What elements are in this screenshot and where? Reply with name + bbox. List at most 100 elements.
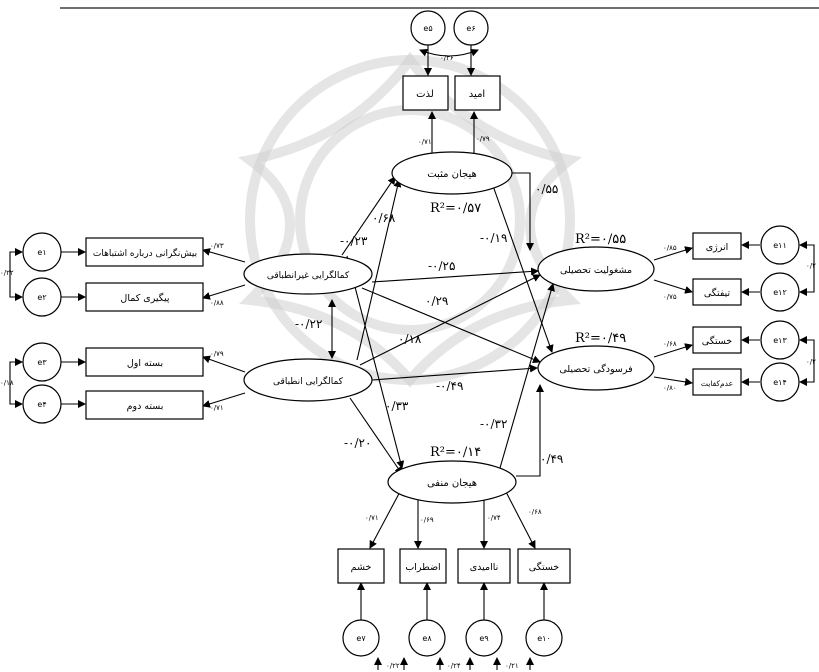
observed-concern-mistakes: بیش‌نگرانی درباره اشتباهات (85, 237, 204, 267)
path-label-cov-mal-adp: -۰/۲۲ (295, 317, 322, 331)
svg-text:ناامیدی: ناامیدی (470, 562, 499, 573)
eng-to-energy-arrow (653, 246, 693, 261)
cov-label-e3-e4: ۰/۱۸ (0, 379, 14, 387)
latent-positive-emotion: هیجان مثبت (391, 151, 513, 195)
svg-text:مشغولیت تحصیلی: مشغولیت تحصیلی (560, 265, 632, 276)
observed-energy: انرژی (692, 232, 742, 260)
e1-e2-cov (9, 248, 23, 301)
e5-e6-cov-arc (419, 48, 479, 57)
svg-text:e۳: e۳ (37, 358, 47, 367)
svg-text:بیش‌نگرانی درباره اشتباهات: بیش‌نگرانی درباره اشتباهات (93, 247, 197, 259)
loading-label-package2: ۰/۷۱ (210, 404, 224, 412)
svg-text:لذت: لذت (416, 89, 434, 100)
mal-to-eng-path (371, 267, 539, 283)
loading-label-boredom: ۰/۶۸ (528, 508, 542, 516)
svg-text:e۷: e۷ (356, 634, 366, 643)
error-node-e2: e۲ (22, 277, 62, 317)
observed-hope: امید (454, 75, 501, 111)
latent-maladaptive-perfectionism: کمالگرایی غیرانطباقی (243, 253, 373, 295)
adp-to-eng-path (359, 274, 541, 366)
observed-anxiety: اضطراب (399, 548, 447, 584)
svg-text:بسته دوم: بسته دوم (127, 401, 164, 412)
path-label-adp-eng: ۰/۱۸ (398, 332, 422, 346)
error-node-e14: e۱۴ (760, 362, 800, 402)
error-node-e3: e۳ (22, 342, 62, 382)
observed-inefficacy: عدم‌کفایت (692, 368, 742, 396)
loading-label-enjoyment: ۰/۷۱ (418, 138, 432, 146)
svg-text:اضطراب: اضطراب (405, 562, 440, 573)
error-node-e10: e۱۰ (525, 619, 563, 657)
observed-package1: بسته اول (85, 347, 204, 377)
path-label-mal-pos: -۰/۲۳ (340, 234, 368, 248)
svg-text:e۲: e۲ (37, 293, 46, 302)
e3-e4-cov (9, 358, 23, 408)
error-node-e9: e۹ (465, 619, 503, 657)
svg-text:e۱۲: e۱۲ (773, 288, 787, 297)
loading-label-anger: ۰/۷۱ (365, 514, 379, 522)
observed-pursuit-perfection: پیگیری کمال (85, 282, 204, 312)
svg-text:e۵: e۵ (423, 24, 432, 33)
loading-label-hope: ۰/۷۹ (476, 135, 490, 143)
svg-text:e۱: e۱ (37, 248, 46, 257)
svg-text:انرژی: انرژی (706, 242, 729, 253)
loading-label-energy: ۰/۸۵ (663, 244, 677, 252)
path-label-adp-burn: -۰/۴۹ (436, 379, 463, 393)
observed-tirelessness: تیفتگی (692, 278, 742, 306)
svg-text:e۱۱: e۱۱ (773, 241, 787, 250)
svg-text:e۸: e۸ (422, 634, 432, 643)
loading-label-concern: ۰/۷۳ (210, 242, 224, 250)
mal-to-pursuit-arrow (202, 284, 246, 300)
mal-to-concern-arrow (202, 248, 246, 263)
svg-text:e۴: e۴ (37, 400, 46, 409)
svg-text:تیفتگی: تیفتگی (704, 287, 731, 299)
cov-label-e1-e2: ۰/۲۲ (0, 269, 14, 277)
cov-label-e11-e12: ۰/۲ (806, 262, 816, 270)
loading-label-anxiety: ۰/۶۹ (420, 516, 434, 524)
cov-label-e13-e14: ۰/۲ (806, 358, 816, 366)
error-node-e8: e۸ (408, 619, 446, 657)
svg-text:خشم: خشم (351, 562, 372, 573)
cov-label-e5-e6: ۰/۳۶ (440, 54, 454, 62)
adp-to-pkg2-arrow (202, 392, 246, 408)
path-label-adp-neg: -۰/۲۰ (344, 436, 371, 450)
loading-label-package1: ۰/۷۹ (210, 350, 224, 358)
path-label-mal-neg: ۰/۶۸ (372, 211, 396, 225)
r2-negative-emotion: R²=۰/۱۴ (430, 445, 481, 460)
adp-to-pos-path (356, 179, 402, 361)
svg-text:کمالگرایی غیرانطباقی: کمالگرایی غیرانطباقی (267, 269, 350, 281)
svg-text:e۶: e۶ (466, 24, 475, 33)
observed-anger: خشم (337, 548, 385, 584)
neg-to-eng-path (499, 283, 555, 469)
r2-burnout: R²=۰/۴۹ (575, 331, 626, 346)
svg-text:بسته اول: بسته اول (127, 358, 163, 369)
observed-package2: بسته دوم (85, 390, 204, 420)
neg-to-burn-path (516, 384, 544, 477)
eng-to-tireless-arrow (653, 279, 693, 294)
neg-to-anger-arrow (369, 487, 403, 549)
r2-engagement: R²=۰/۵۵ (575, 232, 626, 247)
path-label-neg-eng: -۰/۳۲ (480, 417, 507, 431)
path-label-pos-burn: -۰/۱۹ (480, 231, 507, 245)
mal-to-neg-path (346, 255, 405, 469)
loading-label-fatigue: ۰/۶۸ (663, 340, 677, 348)
observed-enjoyment: لذت (402, 75, 449, 111)
neg-to-boredom-arrow (504, 489, 536, 549)
error-node-e13: e۱۳ (760, 320, 800, 360)
svg-text:خستگی: خستگی (702, 335, 733, 347)
error-node-e7: e۷ (342, 619, 380, 657)
svg-text:e۱۴: e۱۴ (773, 378, 787, 387)
loading-label-pursuit: ۰/۸۸ (210, 299, 224, 307)
svg-text:کمالگرایی انطباقی: کمالگرایی انطباقی (273, 375, 344, 387)
error-node-e12: e۱۲ (760, 272, 800, 312)
latent-academic-burnout: فرسودگی تحصیلی (537, 345, 655, 391)
svg-text:هیجان منفی: هیجان منفی (427, 478, 477, 489)
e13-e14-cov (799, 336, 815, 386)
error-node-e1: e۱ (22, 232, 62, 272)
path-label-mal-eng: -۰/۲۵ (428, 259, 455, 273)
mal-to-burn-path (361, 287, 541, 364)
svg-text:e۱۳: e۱۳ (773, 336, 787, 345)
error-node-e4: e۴ (22, 384, 62, 424)
svg-text:خستگی: خستگی (529, 561, 560, 573)
observed-hopelessness: ناامیدی (457, 548, 511, 584)
